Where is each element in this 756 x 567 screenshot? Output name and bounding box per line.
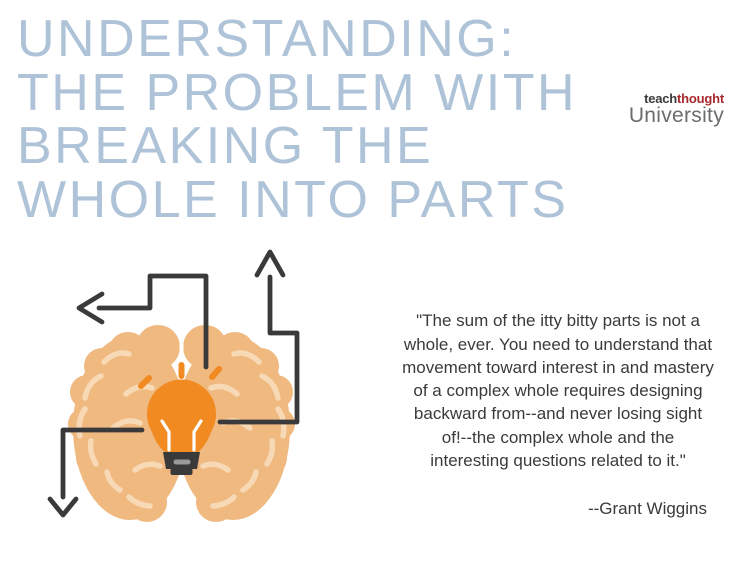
brain-fold xyxy=(240,469,259,493)
logo-brand-red: thought xyxy=(677,91,724,106)
base-nub xyxy=(170,468,193,475)
brain-fold xyxy=(126,494,153,509)
brain-fold xyxy=(101,350,132,365)
filament-left xyxy=(160,419,171,452)
base-slot xyxy=(173,459,191,465)
title-line-3: BREAKING THE xyxy=(17,117,434,175)
title-line-4: WHOLE INTO PARTS xyxy=(17,170,569,229)
logo-brand-text: teachthought xyxy=(644,92,724,105)
brain-fold xyxy=(132,461,163,473)
filament-right xyxy=(192,419,203,452)
brain-lightbulb-graphic xyxy=(47,249,300,522)
logo-brand-dark: teach xyxy=(644,91,678,106)
title-line-2: THE PROBLEM WITH xyxy=(17,63,578,122)
brain-bump xyxy=(196,482,236,522)
quote-block: "The sum of the itty bitty parts is not … xyxy=(390,286,726,544)
arrow-left-shaft xyxy=(96,273,209,370)
arrow-down-shaft xyxy=(60,427,145,500)
title-line-1: UNDERSTANDING: xyxy=(17,10,517,68)
arrows xyxy=(47,249,300,518)
arrow-up-head xyxy=(254,249,286,278)
arrow-left-head xyxy=(76,291,105,325)
logo-subtitle: University xyxy=(628,104,724,127)
bulb-filament xyxy=(160,419,203,452)
brain-fold xyxy=(264,438,276,467)
lightbulb-rays xyxy=(138,362,222,389)
page-title: UNDERSTANDING: THE PROBLEM WITH BREAKING… xyxy=(17,10,617,229)
brain-fold xyxy=(104,469,123,493)
lightbulb-icon xyxy=(147,379,216,453)
quote-attribution: --Grant Wiggins xyxy=(587,499,707,519)
brain-body xyxy=(68,325,295,522)
quote-text: "The sum of the itty bitty parts is not … xyxy=(402,311,714,471)
brain-fold xyxy=(82,373,104,401)
brain-fold xyxy=(200,461,231,473)
brain-fold xyxy=(208,383,240,397)
brain-fold xyxy=(76,406,88,439)
ray-right xyxy=(209,366,222,380)
brain-fold xyxy=(259,373,281,401)
brain-fold xyxy=(110,418,143,431)
arrow-down-head xyxy=(47,496,79,518)
ray-left xyxy=(138,375,152,389)
arrow-up-shaft xyxy=(217,274,300,425)
brain-fold xyxy=(231,350,262,365)
brain-bump xyxy=(127,482,167,522)
brain-fold xyxy=(87,438,99,467)
teachthought-logo: teachthought University xyxy=(629,92,724,126)
bulb-base xyxy=(163,452,200,475)
brain-fold xyxy=(210,494,237,509)
